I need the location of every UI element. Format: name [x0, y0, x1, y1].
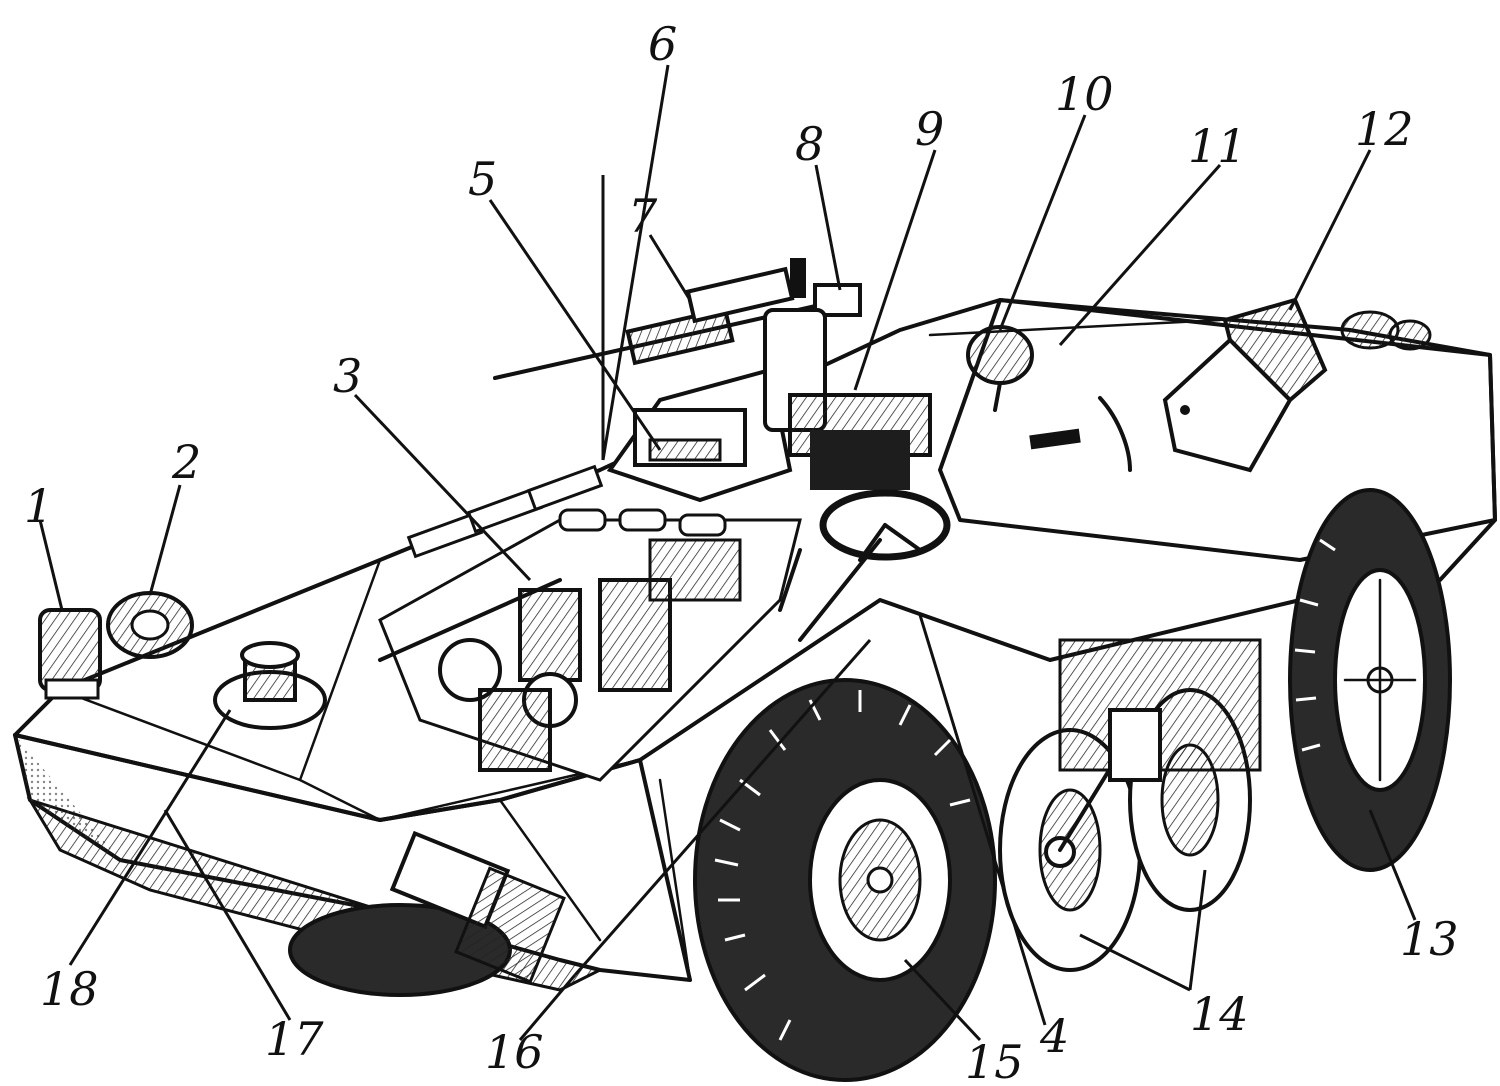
- filler-cap: [213, 641, 327, 730]
- callout-7: 7: [628, 189, 658, 243]
- callout-12: 12: [1355, 102, 1414, 156]
- searchlight: [966, 325, 1034, 412]
- callout-16: 16: [485, 1025, 544, 1079]
- engine-bay: [378, 464, 802, 782]
- callout-18: 18: [40, 962, 99, 1016]
- rear-deck: [928, 318, 1222, 472]
- callout-2: 2: [171, 435, 201, 489]
- steering-wheel: [778, 489, 951, 642]
- louvers: [406, 464, 727, 559]
- callout-6: 6: [648, 17, 677, 71]
- front-left-wheel: [288, 830, 566, 997]
- turret: [606, 367, 793, 503]
- headlight-right: [106, 591, 194, 659]
- front-wheel: [693, 678, 997, 1082]
- callout-4: 4: [1039, 1009, 1069, 1063]
- callout-3: 3: [333, 349, 362, 403]
- callout-13: 13: [1400, 912, 1459, 966]
- tread-front: [714, 690, 971, 1041]
- callout-10: 10: [1055, 67, 1114, 121]
- callout-8: 8: [795, 117, 824, 171]
- callout-1: 1: [24, 479, 53, 533]
- callout-5: 5: [468, 152, 497, 206]
- rear-wheel: [1288, 488, 1452, 872]
- callout-11: 11: [1188, 119, 1247, 173]
- leader-lines: [38, 64, 1417, 1042]
- rear-fittings: [1340, 310, 1432, 351]
- callout-9: 9: [915, 102, 944, 156]
- periscope: [1162, 297, 1328, 473]
- middle-wheels: [998, 638, 1262, 972]
- machine-gun: [493, 258, 862, 380]
- callout-labels: 1 2 3 4 5 6 7 8 9 10 11 12 13 14 15 16 1…: [24, 17, 1459, 1086]
- headlight-left: [38, 608, 102, 700]
- gunner-seat: [763, 308, 932, 490]
- callout-17: 17: [265, 1012, 324, 1066]
- callout-15: 15: [965, 1035, 1024, 1086]
- callout-14: 14: [1190, 987, 1249, 1041]
